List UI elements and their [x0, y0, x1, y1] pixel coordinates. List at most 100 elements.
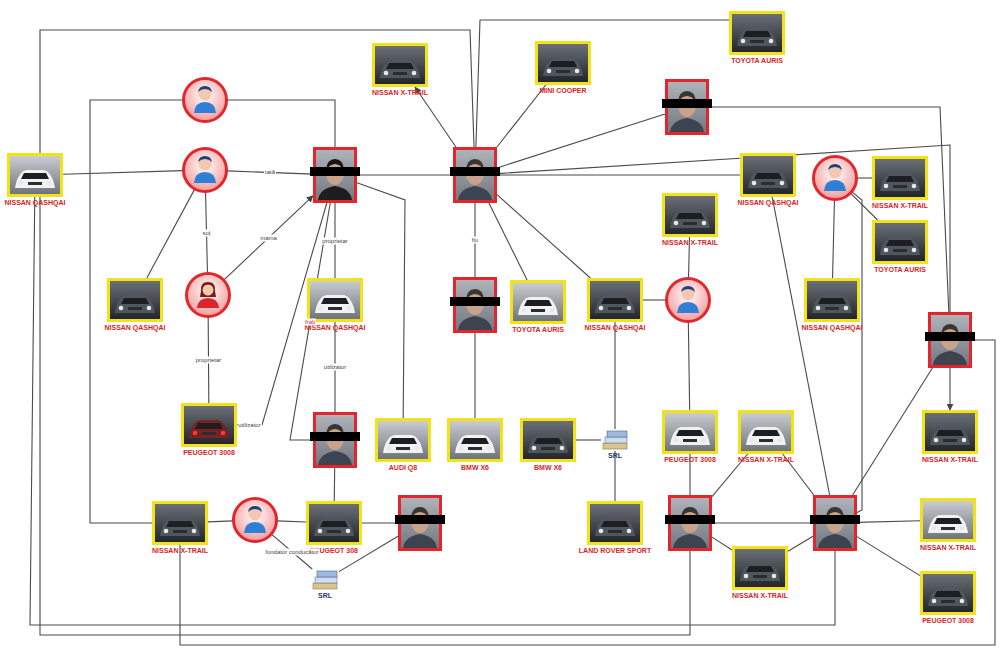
- car-shape: [535, 41, 591, 85]
- link-line: [497, 195, 590, 278]
- person-shape: [665, 79, 709, 135]
- car-box: NISSAN X-TRAIL: [130, 501, 230, 555]
- edge-label: utilizator: [237, 422, 261, 429]
- car-photo: [743, 156, 793, 194]
- person-photo-box: [453, 147, 497, 203]
- person-shape: [453, 277, 497, 333]
- person-icon: [664, 276, 712, 324]
- car-photo: [10, 156, 60, 194]
- car-shape: [587, 278, 643, 322]
- car-shape: [372, 43, 428, 87]
- person-icon-graphic: [181, 76, 229, 124]
- vehicle-label: NISSAN X-TRAIL: [898, 544, 998, 552]
- car-box: LAND ROVER SPORT: [565, 501, 665, 555]
- car-box: NISSAN X-TRAIL: [898, 498, 998, 552]
- vehicle-label: PEUGEOT 3008: [640, 456, 740, 464]
- person-icon-graphic: [664, 276, 712, 324]
- person-shape: [313, 412, 357, 468]
- edge-label: soț: [201, 229, 211, 236]
- icon-shape: [184, 271, 232, 319]
- vehicle-label: NISSAN QASHQAI: [782, 324, 882, 332]
- car-photo: [925, 413, 975, 451]
- person-shape: [928, 312, 972, 368]
- car-photo: [450, 421, 500, 459]
- srl-shape: [601, 429, 629, 451]
- person-photo-box: [313, 412, 357, 468]
- company-label: SRL: [593, 452, 637, 460]
- person-icon-graphic: [811, 154, 859, 202]
- link-line: [712, 522, 813, 523]
- vehicle-label: NISSAN QASHQAI: [85, 324, 185, 332]
- car-photo: [741, 413, 791, 451]
- vehicle-label: TOYOTA AURIS: [488, 326, 588, 334]
- car-box: TOYOTA AURIS: [488, 280, 588, 334]
- car-shape: [872, 156, 928, 200]
- link-line: [63, 171, 183, 175]
- person-photo: [316, 415, 354, 465]
- car-box: BMW X6: [425, 418, 525, 472]
- car-shape: [181, 403, 237, 447]
- link-line: [643, 299, 666, 300]
- car-box: PEUGEOT 3008: [159, 403, 259, 457]
- edge-label: proprietar: [321, 237, 349, 244]
- person-photo: [931, 315, 969, 365]
- car-shape: [447, 418, 503, 462]
- car-shape: [306, 501, 362, 545]
- company-icon-graphic: [311, 569, 339, 591]
- person-shape: [668, 495, 712, 551]
- car-photo: [513, 283, 563, 321]
- person-photo-box: [453, 277, 497, 333]
- car-box: TOYOTA AURIS: [707, 11, 807, 65]
- car-shape: [662, 410, 718, 454]
- person-photo: [668, 82, 706, 132]
- car-shape: [738, 410, 794, 454]
- car-shape: [872, 220, 928, 264]
- link-line: [857, 537, 920, 576]
- link-line: [180, 340, 995, 645]
- person-photo: [456, 280, 494, 330]
- vehicle-label: TOYOTA AURIS: [850, 266, 950, 274]
- car-shape: [587, 501, 643, 545]
- vehicle-label: PEUGEOT 3008: [159, 449, 259, 457]
- car-photo: [923, 574, 973, 612]
- edge-label: fondator conducător: [264, 548, 319, 555]
- car-photo: [875, 223, 925, 261]
- srl-shape: [311, 569, 339, 591]
- link-line: [833, 200, 835, 278]
- icon-shape: [811, 154, 859, 202]
- vehicle-label: NISSAN X-TRAIL: [350, 89, 450, 97]
- edge-label: fiu: [471, 237, 479, 244]
- car-box: NISSAN QASHQAI: [782, 278, 882, 332]
- person-photo: [671, 498, 709, 548]
- car-box: NISSAN QASHQAI: [85, 278, 185, 332]
- person-photo-box: [313, 147, 357, 203]
- vehicle-label: PEUGEOT 3008: [898, 617, 998, 625]
- car-shape: [520, 418, 576, 462]
- link-line: [357, 183, 405, 418]
- link-line: [208, 521, 233, 522]
- car-box: NISSAN QASHQAI: [0, 153, 85, 207]
- link-line: [497, 114, 665, 168]
- car-shape: [920, 498, 976, 542]
- car-photo: [523, 421, 573, 459]
- vehicle-label: NISSAN QASHQAI: [285, 324, 385, 332]
- link-line: [40, 30, 690, 635]
- person-icon-graphic: [184, 271, 232, 319]
- edge-label: proprietar: [195, 356, 223, 363]
- link-line: [30, 197, 835, 625]
- link-line: [357, 174, 453, 175]
- vehicle-label: NISSAN X-TRAIL: [900, 456, 1000, 464]
- person-photo-box: [398, 495, 442, 551]
- link-line: [857, 177, 872, 178]
- car-photo: [309, 504, 359, 542]
- link-line: [949, 368, 950, 410]
- person-photo-box: [668, 495, 712, 551]
- vehicle-label: BMW X6: [498, 464, 598, 472]
- vehicle-label: BMW X6: [425, 464, 525, 472]
- person-photo-box: [813, 495, 857, 551]
- car-shape: [922, 410, 978, 454]
- person-shape: [398, 495, 442, 551]
- link-line: [852, 192, 862, 513]
- vehicle-label: NISSAN X-TRAIL: [710, 592, 810, 600]
